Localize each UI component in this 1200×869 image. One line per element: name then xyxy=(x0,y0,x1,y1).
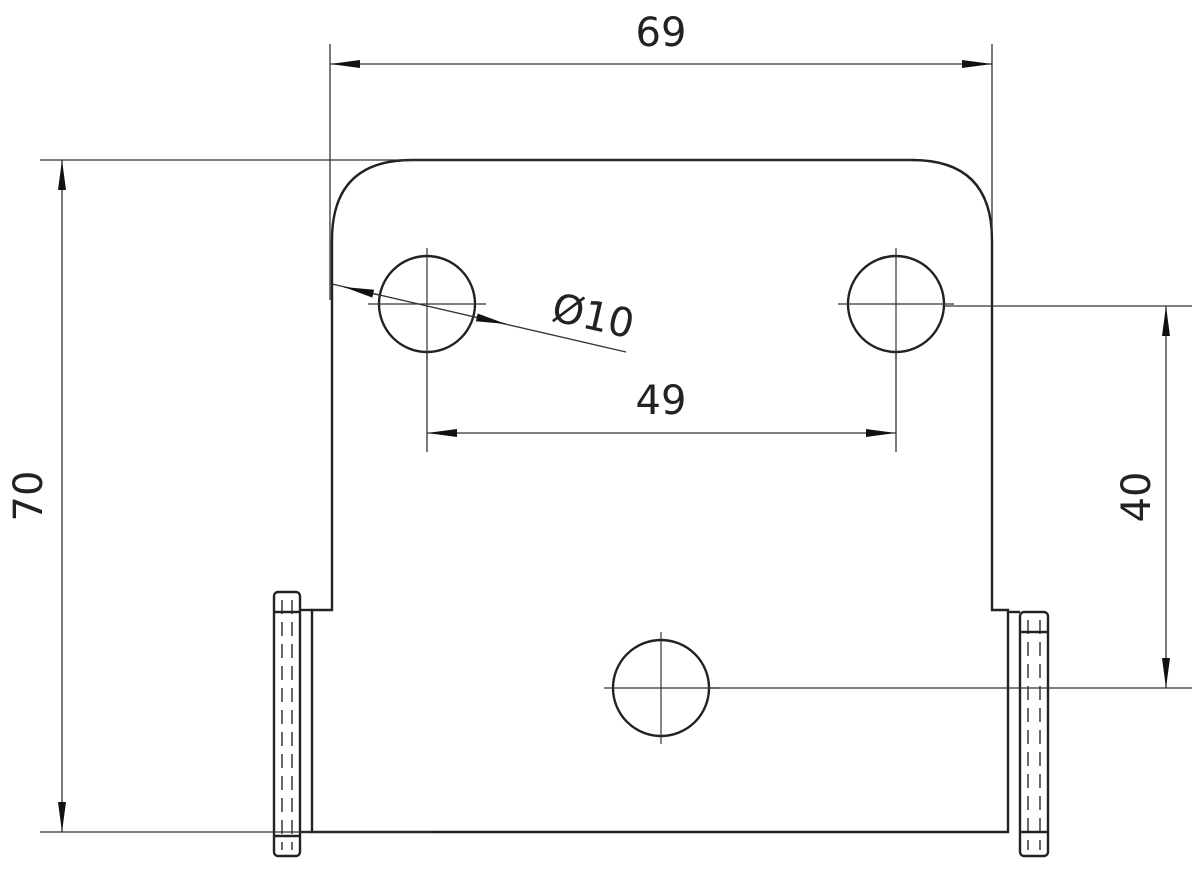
vertical-offset-dimension: 40 xyxy=(710,305,1192,689)
height-label: 70 xyxy=(6,471,52,522)
hole-spacing-dimension: 49 xyxy=(426,352,897,452)
plate-outline xyxy=(310,158,1010,834)
left-bracket xyxy=(272,590,312,858)
width-label: 69 xyxy=(636,10,687,56)
vertical-offset-label: 40 xyxy=(1114,472,1160,523)
height-dimension: 70 xyxy=(6,159,912,833)
right-bracket xyxy=(1008,610,1050,858)
width-dimension: 69 xyxy=(329,10,993,300)
hole-top-left xyxy=(368,248,486,360)
diameter-dimension: Ø10 xyxy=(331,283,639,353)
diameter-label: Ø10 xyxy=(548,285,639,348)
hole-bottom xyxy=(604,632,720,744)
hole-spacing-label: 49 xyxy=(636,378,687,424)
hole-top-right xyxy=(838,248,954,360)
